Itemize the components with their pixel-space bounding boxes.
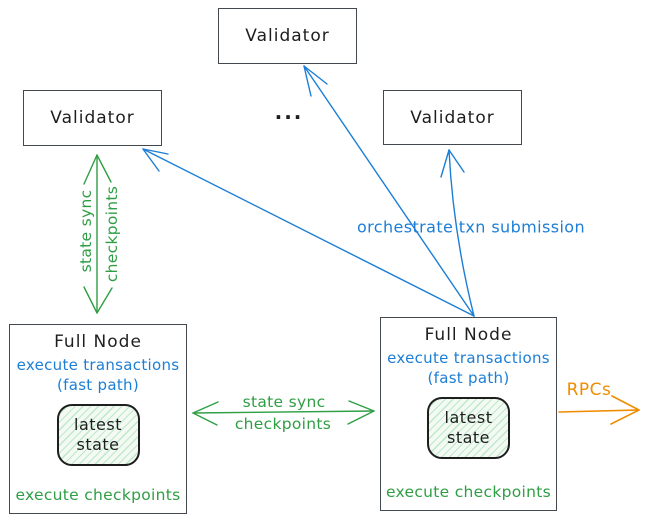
- full-node-title: Full Node: [54, 332, 142, 352]
- rpcs-label: RPCs: [566, 380, 612, 400]
- arrow-rpcs: [558, 395, 640, 425]
- validator-label: Validator: [245, 26, 330, 46]
- full-node-right: Full Node execute transactions (fast pat…: [380, 317, 557, 511]
- validator-node-left: Validator: [23, 90, 162, 146]
- state-sync-vertical-label-line1: state sync: [77, 189, 95, 273]
- state-sync-horizontal-label-line2: checkpoints: [234, 415, 332, 433]
- validators-ellipsis: ...: [274, 100, 304, 124]
- execute-checkpoints-text: execute checkpoints: [385, 483, 552, 501]
- full-node-left: Full Node execute transactions (fast pat…: [9, 324, 187, 514]
- orchestrate-txn-submission-label: orchestrate txn submission: [356, 217, 586, 237]
- execute-transactions-text: execute transactions: [387, 349, 550, 367]
- fast-path-text: (fast path): [56, 376, 140, 394]
- fast-path-text: (fast path): [427, 369, 510, 387]
- validator-node-top: Validator: [218, 8, 357, 64]
- execute-transactions-text: execute transactions: [16, 356, 180, 374]
- latest-state-box-left: latest state: [56, 404, 140, 466]
- latest-state-box-right: latest state: [427, 397, 510, 459]
- full-node-title: Full Node: [424, 325, 513, 345]
- state-sync-horizontal-label-line1: state sync: [242, 393, 326, 411]
- latest-state-line2: state: [76, 435, 120, 454]
- latest-state-line1: latest: [74, 415, 122, 434]
- validator-node-right: Validator: [383, 90, 522, 145]
- full-node-fast-path-text: execute transactions (fast path): [387, 348, 550, 388]
- full-node-fast-path-text: execute transactions (fast path): [17, 355, 180, 395]
- execute-checkpoints-text: execute checkpoints: [15, 486, 181, 504]
- state-sync-vertical-label-line2: checkpoints: [103, 185, 121, 283]
- latest-state-line2: state: [446, 428, 491, 447]
- latest-state-line1: latest: [444, 408, 493, 427]
- validator-label: Validator: [410, 107, 495, 128]
- validator-label: Validator: [50, 108, 135, 128]
